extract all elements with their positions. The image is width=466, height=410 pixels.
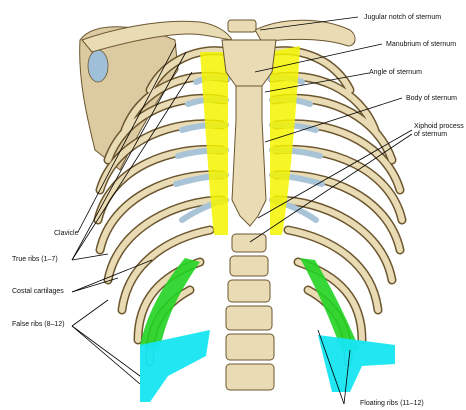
true-ribs-highlight xyxy=(200,46,300,235)
label-floating-ribs: Floating ribs (11–12) xyxy=(360,400,424,407)
leader-lines xyxy=(71,16,413,405)
scapula xyxy=(79,26,179,171)
floating-ribs-highlight xyxy=(140,330,395,402)
clavicle-right-bone xyxy=(254,19,356,47)
label-clavicle: Clavicle xyxy=(54,230,79,237)
label-angle: Angle of sternum xyxy=(369,69,422,76)
label-true-ribs: True ribs (1–7) xyxy=(12,256,58,263)
label-false-ribs: False ribs (8–12) xyxy=(12,321,65,328)
sternum xyxy=(221,39,277,227)
label-jugular-notch: Jugular notch of sternum xyxy=(364,14,442,21)
label-costal-cartilages: Costal cartilages xyxy=(12,288,64,295)
label-body: Body of sternum xyxy=(406,95,457,102)
false-ribs-highlight xyxy=(140,258,360,352)
label-manubrium: Manubrium of sternum xyxy=(386,41,457,48)
label-xiphoid: Xiphoid process of sternum xyxy=(414,123,464,138)
vertebral-column xyxy=(225,19,275,391)
